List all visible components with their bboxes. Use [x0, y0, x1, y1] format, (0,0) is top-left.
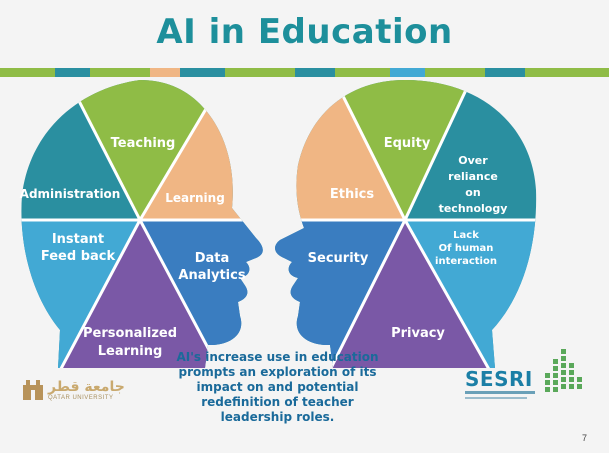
qatar-university-logo: جامعة قطر QATAR UNIVERSITY [22, 375, 137, 403]
label-analytics: Analytics [178, 268, 245, 283]
label-on: on [465, 186, 480, 199]
caption-line: AI's increase use in education [176, 350, 379, 364]
label-privacy: Privacy [391, 326, 445, 341]
label-teaching: Teaching [111, 136, 176, 151]
segment-teaching [58, 80, 235, 220]
label-feed-back: Feed back [41, 249, 116, 264]
sesri-bars-icon [545, 349, 582, 392]
caption-line: prompts an exploration of its [178, 365, 377, 379]
slide-title: AI in Education [156, 12, 453, 52]
sesri-subtitle-line [465, 391, 535, 394]
label-ethics: Ethics [330, 187, 375, 202]
page-number: 7 [581, 433, 587, 443]
caption-line: redefinition of teacher [201, 395, 354, 409]
label-interaction: interaction [435, 256, 497, 267]
logo-english-text: QATAR UNIVERSITY [48, 395, 114, 401]
label-lack: Lack [453, 230, 479, 241]
segment-equity [325, 80, 480, 220]
logo-arabic-text: جامعة قطر [48, 379, 125, 395]
title-divider-band [0, 68, 609, 77]
caption-line: leadership roles. [220, 410, 335, 424]
segment-privacy [325, 220, 495, 368]
label-instant: Instant [52, 232, 104, 247]
label-over: Over [458, 154, 488, 167]
caption-text: AI's increase use in education prompts a… [170, 350, 385, 425]
caption-line: impact on and potential [196, 380, 359, 394]
label-learning: Learning [165, 191, 225, 205]
label-data: Data [195, 251, 230, 266]
label-of-human: Of human [439, 243, 494, 254]
label-reliance: reliance [448, 170, 498, 183]
label-personalized: Personalized [83, 326, 177, 341]
sesri-subtitle-line [465, 397, 527, 399]
sesri-logo: SESRI [465, 345, 585, 407]
university-emblem-icon [23, 380, 43, 400]
sesri-wordmark: SESRI [465, 367, 533, 391]
label-security: Security [308, 251, 369, 266]
label-technology: technology [439, 202, 508, 215]
label-administration: Administration [20, 187, 121, 201]
label-personalized-learning: Learning [98, 344, 163, 359]
segment-personalized-learning [55, 220, 225, 368]
label-equity: Equity [384, 136, 431, 151]
